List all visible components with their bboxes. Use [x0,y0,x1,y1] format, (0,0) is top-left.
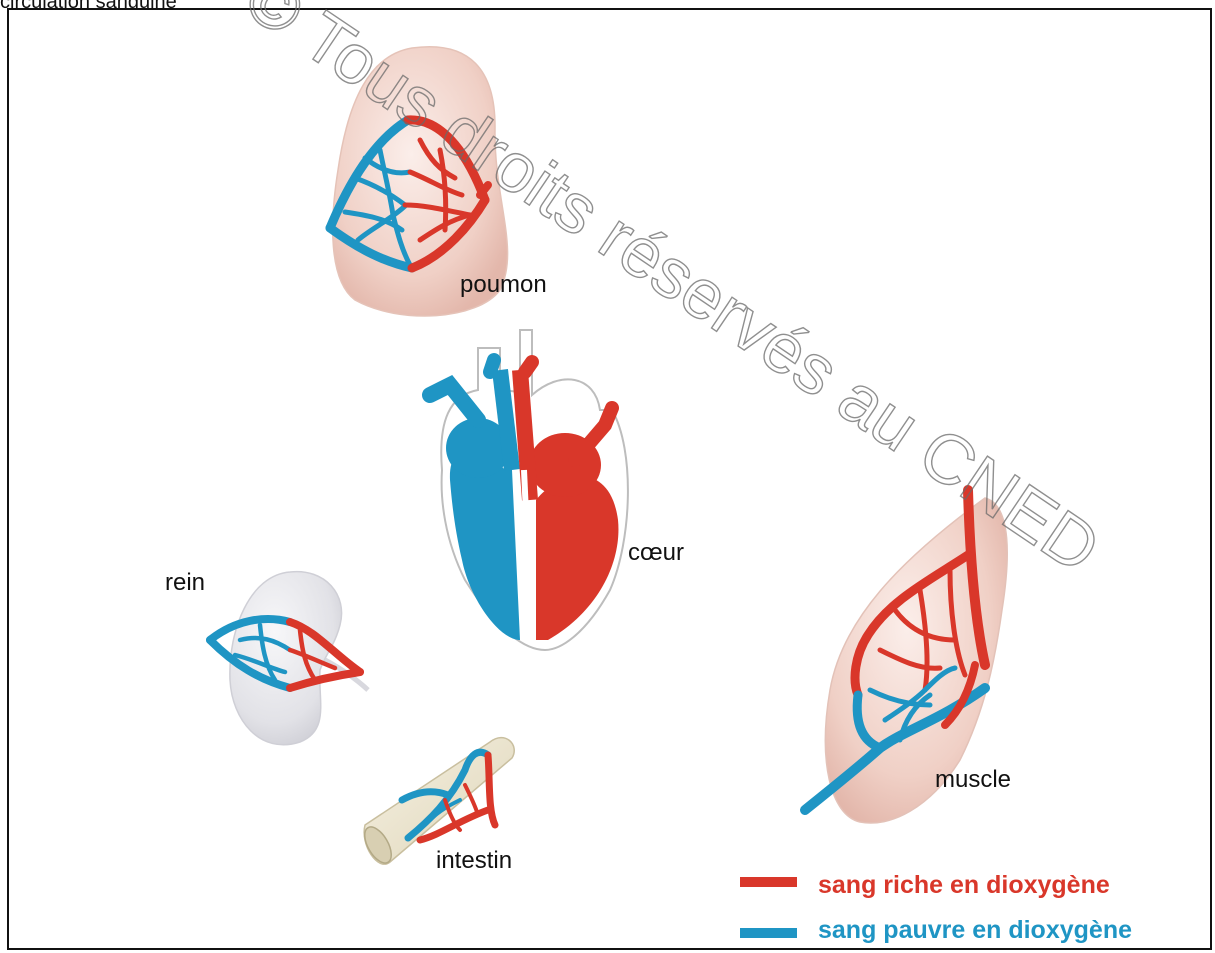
legend-swatch-poor [740,928,797,938]
legend-swatch-rich [740,877,797,887]
intestine: intestin [359,738,514,874]
kidney-label: rein [165,569,205,596]
legend: sang riche en dioxygène sang pauvre en d… [740,871,1132,944]
kidney: rein [165,569,368,745]
heart: cœur [430,330,684,650]
lung-label: poumon [460,271,547,298]
muscle-label: muscle [935,766,1011,793]
heart-label: cœur [628,539,684,566]
intestine-label: intestin [436,847,512,874]
legend-label-rich: sang riche en dioxygène [818,871,1110,899]
muscle: muscle [805,490,1011,823]
legend-label-poor: sang pauvre en dioxygène [818,916,1132,944]
